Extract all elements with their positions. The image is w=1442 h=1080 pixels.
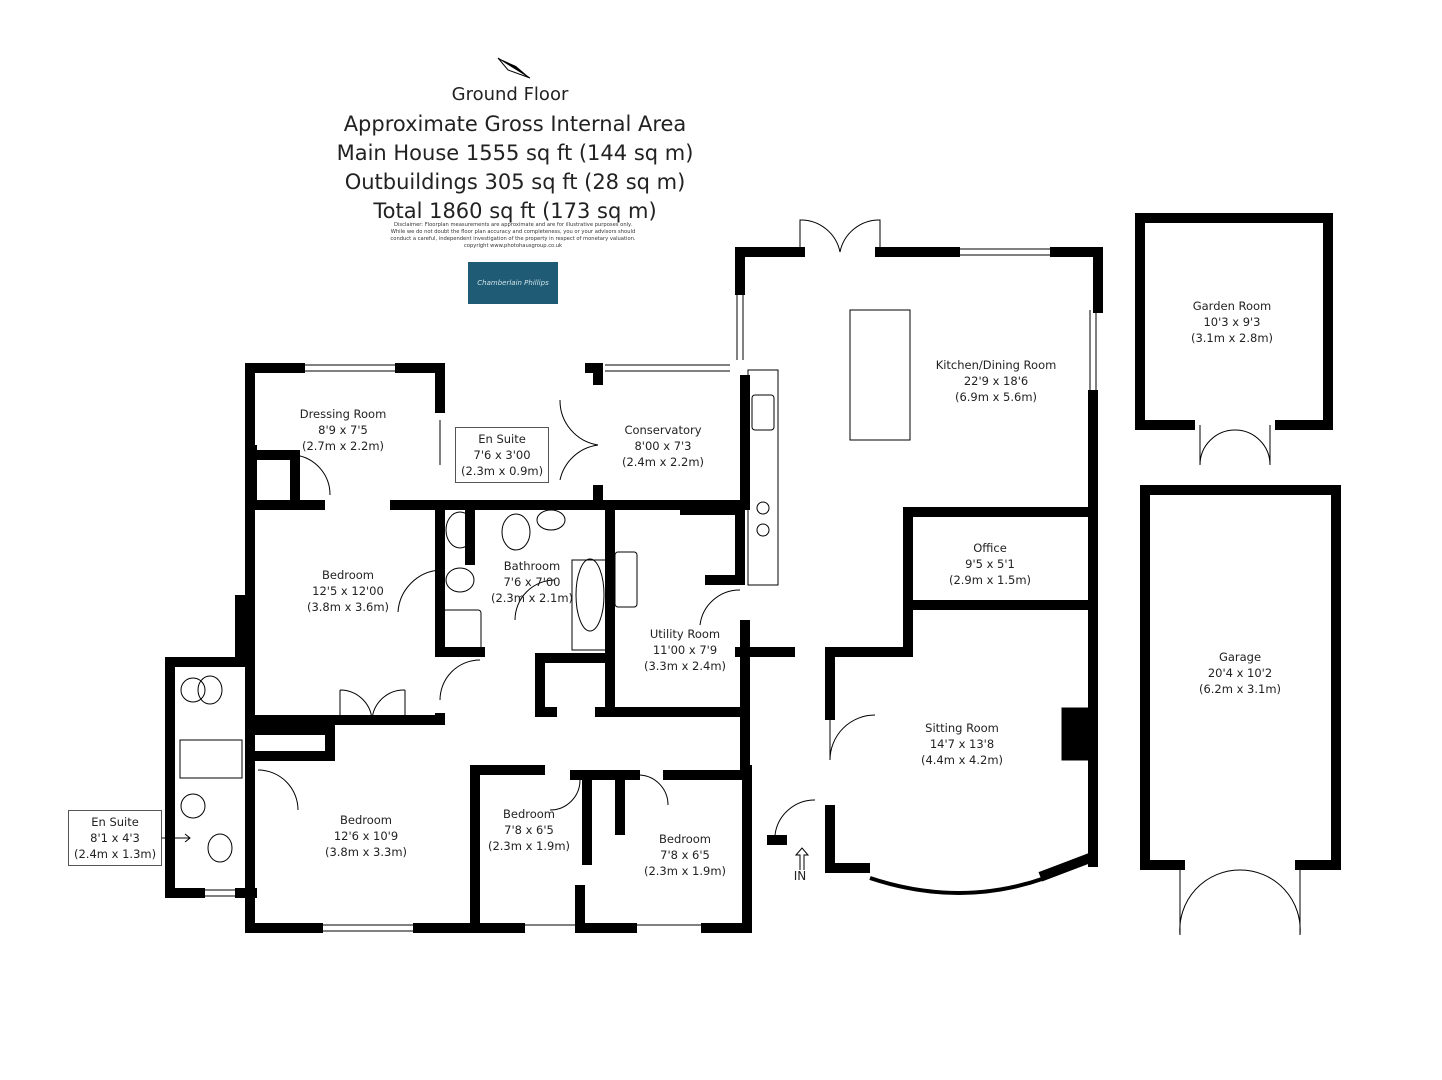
kitchen-counter (747, 369, 779, 586)
entrance-arrow (794, 847, 810, 870)
outbuildings-area: Outbuildings 305 sq ft (28 sq m) (344, 170, 686, 194)
area-title: Approximate Gross Internal Area (343, 112, 687, 136)
fixtures (152, 219, 1301, 936)
sink (614, 551, 638, 608)
entrance-label: IN (793, 869, 807, 883)
bathtub (571, 559, 609, 651)
walls (165, 213, 1341, 933)
shower-2 (179, 739, 243, 779)
agent-logo: Chamberlain Phillips (468, 262, 558, 304)
main-house-area: Main House 1555 sq ft (144 sq m) (336, 141, 694, 165)
fireplace (1061, 707, 1089, 761)
total-area: Total 1860 sq ft (173 sq m) (373, 199, 657, 223)
compass-icon (497, 57, 531, 79)
shower (442, 609, 482, 651)
kitchen-island (849, 309, 911, 441)
disclaimer: Disclaimer: Floorplan measurements are a… (390, 222, 636, 249)
floor-title: Ground Floor (451, 84, 569, 105)
